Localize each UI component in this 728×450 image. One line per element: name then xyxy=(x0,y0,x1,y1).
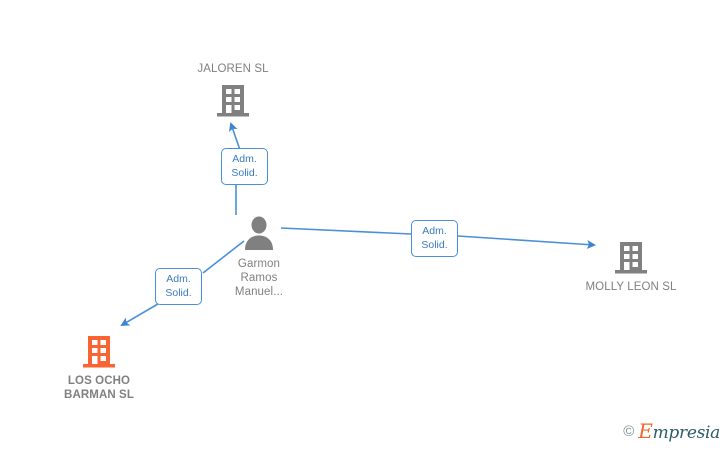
building-icon xyxy=(213,80,253,120)
edge-line-molly-left xyxy=(280,227,412,235)
brand-initial: E xyxy=(638,419,653,443)
edge-label-jaloren[interactable]: Adm. Solid. xyxy=(221,148,268,185)
graph-node-los-ocho-barman[interactable]: LOS OCHO BARMAN SL xyxy=(39,331,159,402)
node-label-person: Garmon Ramos Manuel... xyxy=(234,258,284,298)
edge-label-los-ocho-barman[interactable]: Adm. Solid. xyxy=(155,268,202,305)
node-label-jaloren: JALOREN SL xyxy=(197,63,269,75)
node-label-molly-leon: MOLLY LEON SL xyxy=(585,281,677,293)
graph-node-molly-leon[interactable]: MOLLY LEON SL xyxy=(571,237,691,294)
brand-wordmark: Empresia xyxy=(638,421,720,442)
brand-rest: mpresia xyxy=(652,423,721,443)
building-icon xyxy=(611,237,651,277)
watermark-empresia: © Empresia xyxy=(623,421,720,442)
copyright-icon: © xyxy=(623,423,635,440)
node-label-los-ocho-barman: LOS OCHO BARMAN SL xyxy=(64,375,134,401)
building-icon xyxy=(79,331,119,371)
graph-node-person[interactable]: Garmon Ramos Manuel... xyxy=(219,214,299,299)
graph-node-jaloren[interactable]: JALOREN SL xyxy=(193,62,273,120)
edge-label-molly-leon[interactable]: Adm. Solid. xyxy=(411,220,458,257)
edge-line-losocho-lower xyxy=(120,300,164,327)
edge-line-jaloren-upper xyxy=(229,122,241,151)
person-icon xyxy=(239,214,279,254)
